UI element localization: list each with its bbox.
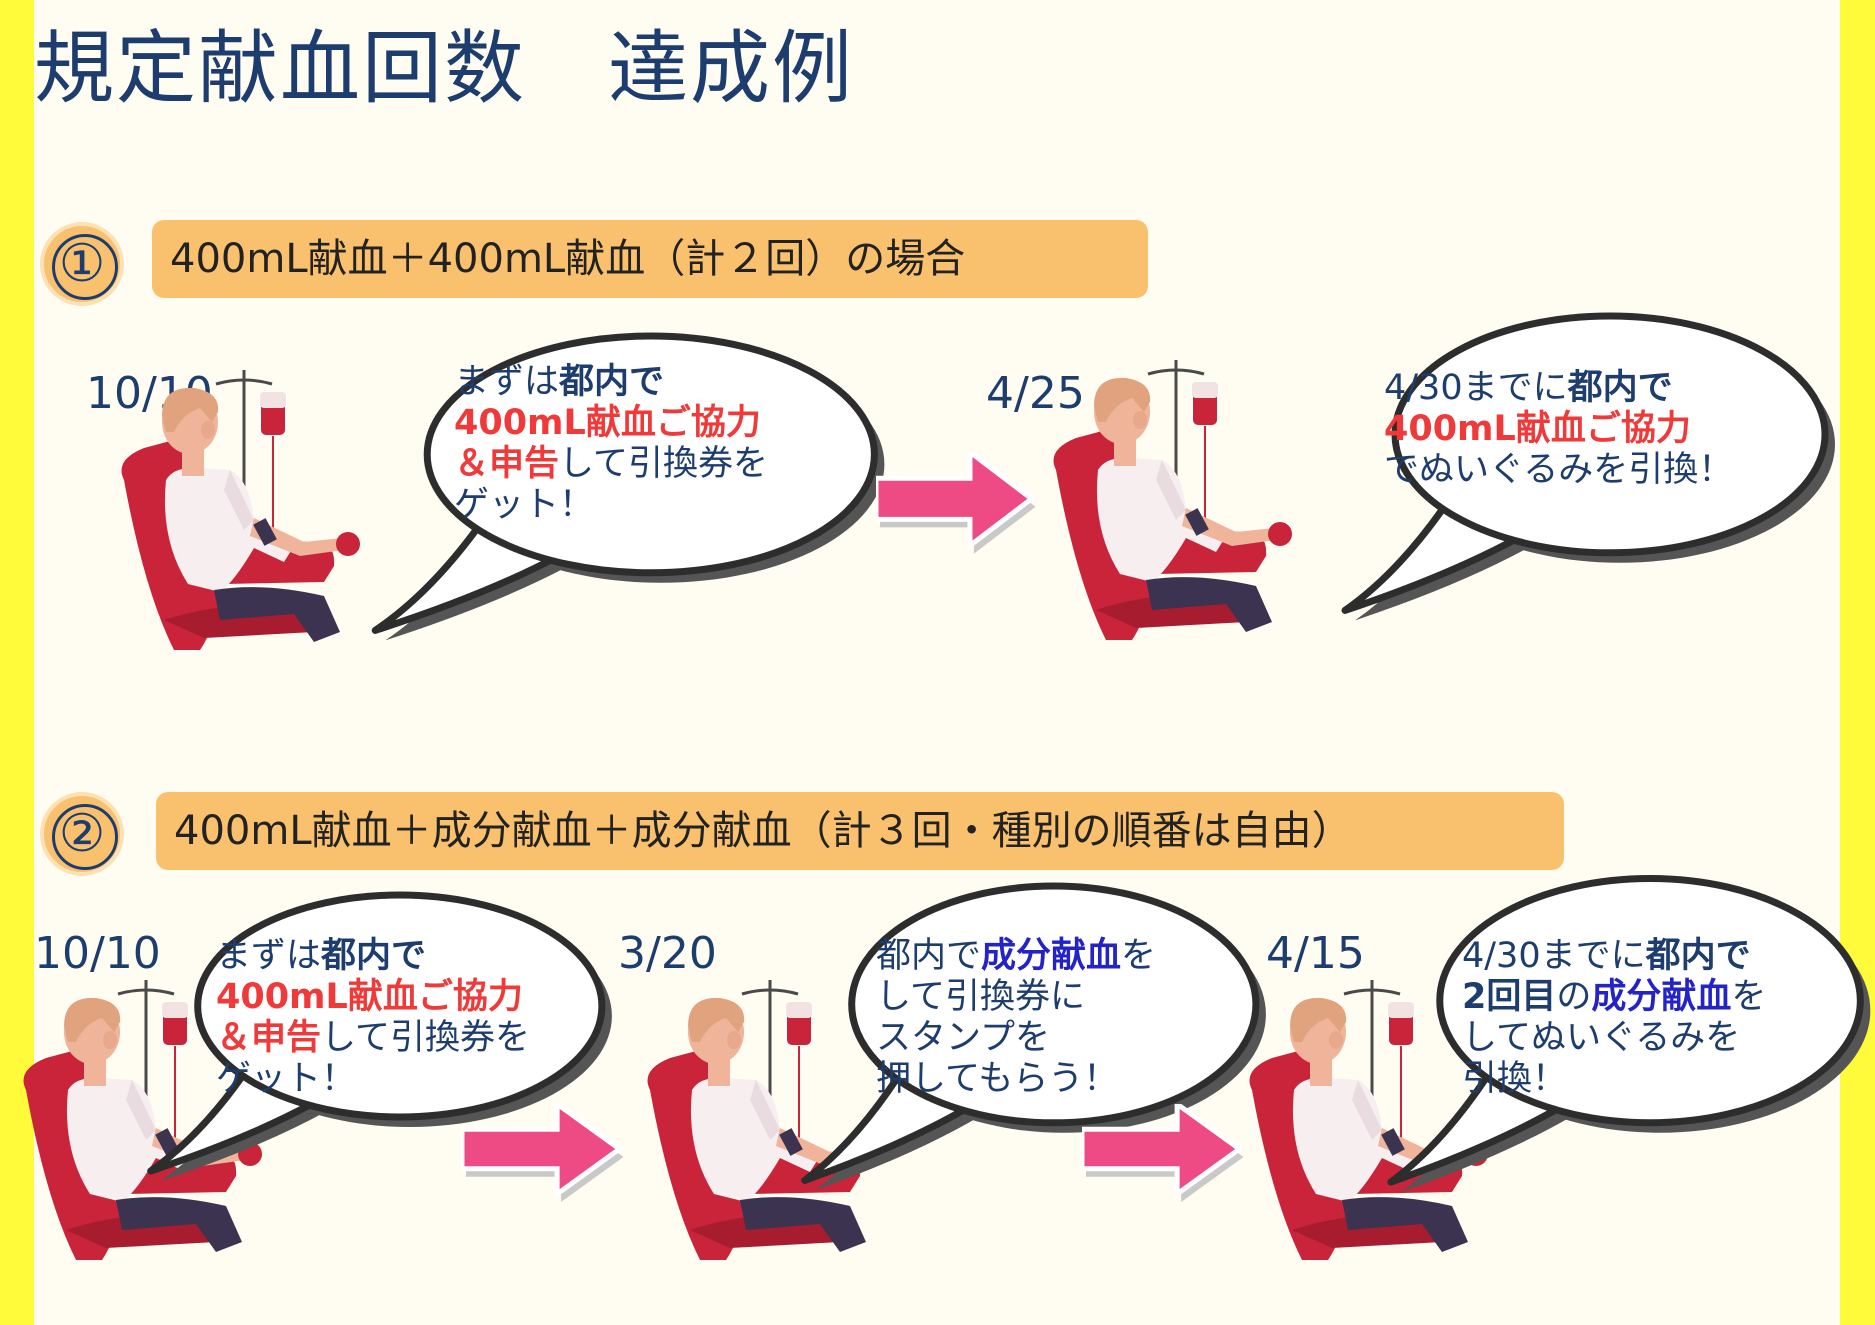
bubble-text: 都内で成分献血をして引換券にスタンプを押してもらう！ xyxy=(876,936,1156,1100)
speech-bubble xyxy=(801,882,1266,1190)
bubble-line: 400mL献血ご協力 xyxy=(454,403,768,444)
section-2-banner: 400mL献血＋成分献血＋成分献血（計３回・種別の順番は自由） xyxy=(156,792,1564,870)
bubble-segment: ＆申告 xyxy=(216,1018,322,1058)
bubble-segment: まずは xyxy=(216,936,322,976)
step-date: 4/15 xyxy=(1266,928,1365,979)
step-date: 10/10 xyxy=(34,928,161,979)
bubble-line: ゲット！ xyxy=(216,1059,530,1100)
speech-bubble xyxy=(1341,312,1835,620)
bubble-segment: 成分献血 xyxy=(1591,977,1732,1017)
step-date: 3/20 xyxy=(618,928,717,979)
page-title: 規定献血回数 達成例 xyxy=(34,22,854,115)
bubble-segment: して引換券に xyxy=(876,977,1085,1017)
bubble-segment: 都内で xyxy=(876,936,982,976)
bubble-segment: スタンプを xyxy=(876,1018,1050,1058)
bubble-segment: 4/30までに xyxy=(1384,368,1568,408)
bubble-segment: を xyxy=(1121,936,1157,976)
bubble-segment: 2回目 xyxy=(1462,977,1557,1017)
bubble-line: してぬいぐるみを xyxy=(1462,1018,1766,1059)
step-date: 4/25 xyxy=(986,368,1085,419)
bubble-segment: の xyxy=(1556,977,1592,1017)
bubble-segment: 都内で xyxy=(321,936,427,976)
section-1-banner: 400mL献血＋400mL献血（計２回）の場合 xyxy=(152,220,1148,298)
bubble-line: 押してもらう！ xyxy=(876,1059,1156,1100)
bubble-line: まずは都内で xyxy=(216,936,530,977)
bubble-line: 4/30までに都内で xyxy=(1384,368,1733,409)
bubble-line: スタンプを xyxy=(876,1018,1156,1059)
bubble-segment: して引換券を xyxy=(321,1018,530,1058)
bubble-line: まずは都内で xyxy=(454,362,768,403)
bubble-segment: を xyxy=(1731,977,1767,1017)
bubble-line: 2回目の成分献血を xyxy=(1462,977,1766,1018)
speech-bubble xyxy=(147,891,612,1180)
bubble-line: でぬいぐるみを引換！ xyxy=(1384,450,1733,491)
bubble-segment: 都内で xyxy=(1567,368,1673,408)
section-2-badge: ② xyxy=(40,792,124,876)
bubble-line: 都内で成分献血を xyxy=(876,936,1156,977)
bubble-segment: 引換！ xyxy=(1462,1059,1568,1099)
bubble-line: ゲット！ xyxy=(454,485,768,526)
speech-bubble xyxy=(1387,875,1871,1192)
arrow-right-icon xyxy=(1082,1104,1244,1202)
arrow-right-icon xyxy=(876,452,1036,554)
bubble-segment: ゲット！ xyxy=(216,1059,357,1099)
bubble-segment: 成分献血 xyxy=(981,936,1122,976)
bubble-segment: 押してもらう！ xyxy=(876,1059,1119,1099)
speech-bubble xyxy=(371,332,885,640)
bubble-segment: 都内で xyxy=(1645,936,1751,976)
bubble-line: 引換！ xyxy=(1462,1059,1766,1100)
bubble-line: して引換券に xyxy=(876,977,1156,1018)
bubble-segment: して引換券を xyxy=(559,444,768,484)
arrow-right-icon xyxy=(462,1104,624,1202)
bubble-line: ＆申告して引換券を xyxy=(216,1018,530,1059)
bubble-line: 4/30までに都内で xyxy=(1462,936,1766,977)
blood-donor-illustration xyxy=(104,370,404,670)
bubble-segment: 400mL献血ご協力 xyxy=(1384,409,1691,449)
bubble-segment: 都内で xyxy=(559,362,665,402)
bubble-segment: してぬいぐるみを xyxy=(1462,1018,1741,1058)
bubble-line: 400mL献血ご協力 xyxy=(1384,409,1733,450)
bubble-segment: 400mL献血ご協力 xyxy=(216,977,523,1017)
bubble-segment: ＆申告 xyxy=(454,444,560,484)
bubble-segment: 4/30までに xyxy=(1462,936,1646,976)
bubble-line: 400mL献血ご協力 xyxy=(216,977,530,1018)
blood-donor-illustration xyxy=(1036,360,1336,660)
blood-donor-illustration xyxy=(1232,980,1532,1280)
section-1-badge: ① xyxy=(40,222,124,306)
bubble-segment: でぬいぐるみを引換！ xyxy=(1384,450,1734,490)
bubble-segment: ゲット！ xyxy=(454,485,595,525)
bubble-segment: まずは xyxy=(454,362,560,402)
bubble-line: ＆申告して引換券を xyxy=(454,444,768,485)
bubble-segment: 400mL献血ご協力 xyxy=(454,403,761,443)
